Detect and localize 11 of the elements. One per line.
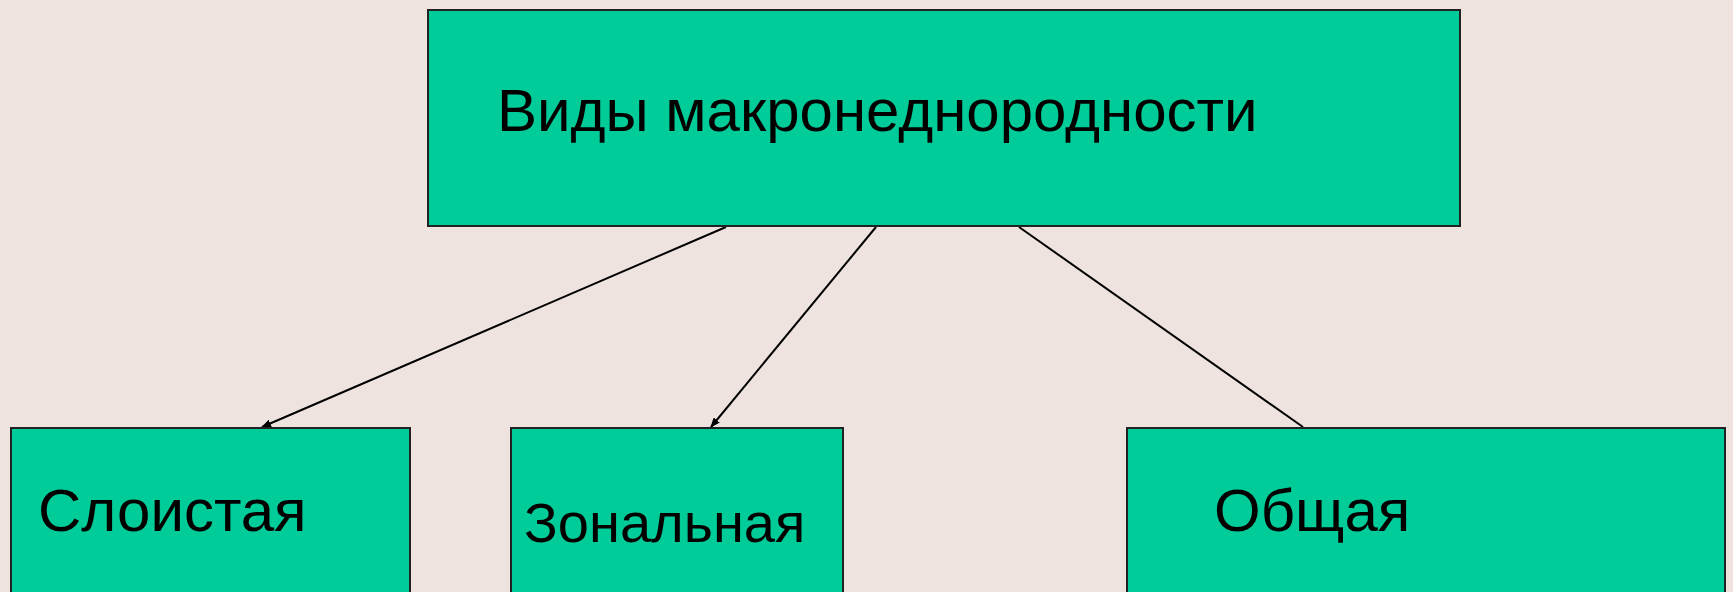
node-label: Общая	[1214, 481, 1411, 541]
category-box	[427, 9, 1461, 227]
node-label: Зональная	[524, 495, 806, 551]
arrow	[710, 226, 877, 428]
type-box	[10, 427, 411, 592]
type-box	[510, 427, 844, 592]
node-label: Слоистая	[38, 481, 307, 541]
type-box	[1126, 427, 1726, 592]
heading-text: Виды макронеднородности	[497, 81, 1258, 141]
connector-line	[1018, 226, 1304, 428]
arrow	[261, 226, 727, 428]
